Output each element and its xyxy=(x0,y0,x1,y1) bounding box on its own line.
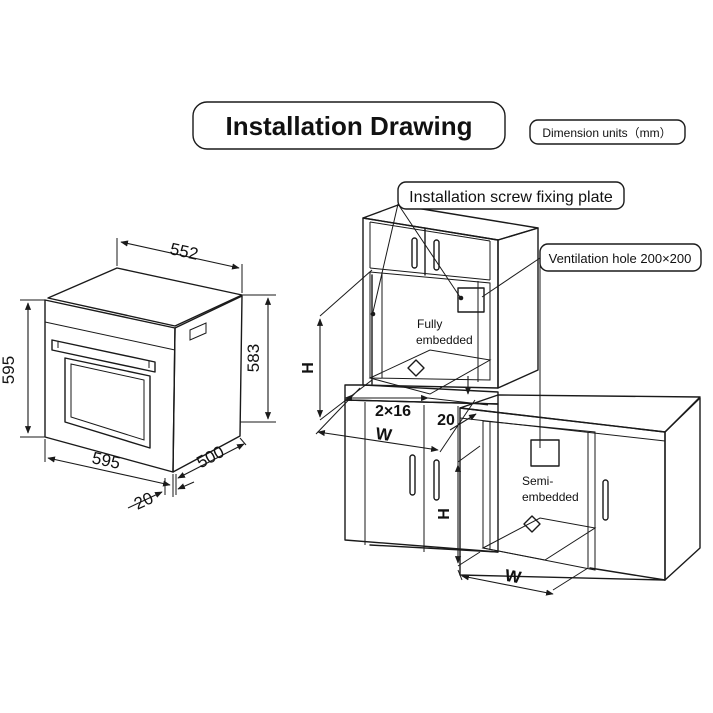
oven-drawing xyxy=(44,267,243,473)
cabinet-callouts: Installation screw fixing plate Ventilat… xyxy=(372,181,702,504)
semi-embedded-label-line1: Semi- xyxy=(522,474,553,488)
upper-width-label: W xyxy=(374,424,393,445)
gap-label: 2×16 xyxy=(375,403,411,420)
oven-height-left-label: 595 xyxy=(0,356,18,384)
screw-plate-label: Installation screw fixing plate xyxy=(409,189,613,206)
oven-width-bottom-label: 595 xyxy=(90,448,122,472)
oven-width-top-label: 552 xyxy=(168,239,200,263)
title-box: Installation Drawing xyxy=(192,101,506,150)
fully-embedded-label-line1: Fully xyxy=(417,317,442,331)
units-box: Dimension units（mm） xyxy=(529,119,686,145)
upper-height-label: H xyxy=(300,362,317,374)
oven-door-offset-label: 20 xyxy=(131,488,156,513)
cabinet-dimensions: H 2×16 W 20 H W xyxy=(300,269,589,596)
title-text: Installation Drawing xyxy=(225,111,472,141)
lower-width-label: W xyxy=(503,566,523,588)
gap-right-label: 20 xyxy=(437,412,455,429)
fully-embedded-label-line2: embedded xyxy=(416,333,473,347)
oven-dimensions: 552 595 583 595 500 20 xyxy=(0,238,276,514)
vent-label: Ventilation hole 200×200 xyxy=(549,251,692,266)
semi-embedded-label-line2: embedded xyxy=(522,490,579,504)
units-text: Dimension units（mm） xyxy=(542,126,671,140)
oven-height-right-label: 583 xyxy=(244,344,263,372)
lower-height-label: H xyxy=(436,508,453,520)
cabinet-drawing xyxy=(344,204,701,581)
